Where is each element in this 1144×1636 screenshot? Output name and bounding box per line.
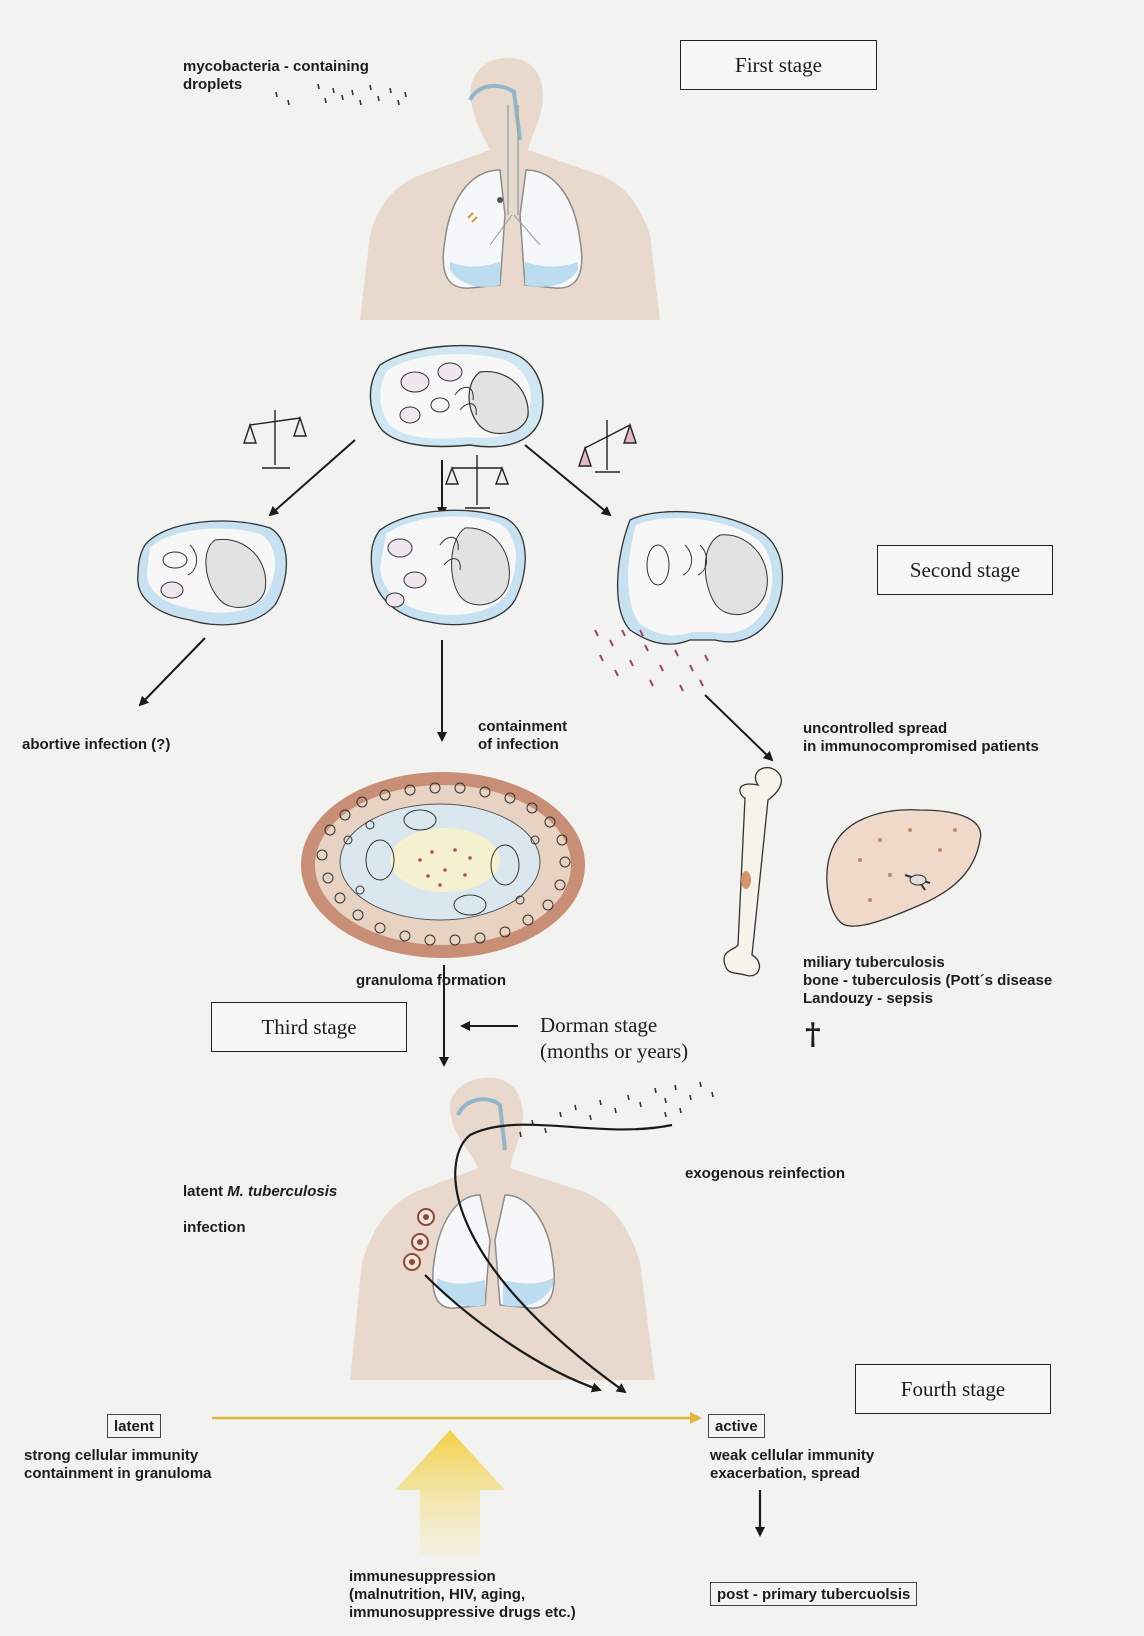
latent-infection-prefix: latent bbox=[183, 1183, 227, 1200]
balance-scale-icon-left bbox=[244, 410, 306, 468]
latent-infection-species: M. tuberculosis bbox=[227, 1183, 337, 1200]
post-primary-box: post - primary tubercuolsis bbox=[710, 1582, 917, 1606]
contained-cell bbox=[371, 510, 525, 624]
latent-box: latent bbox=[107, 1414, 161, 1438]
infected-macrophage bbox=[370, 346, 542, 447]
weak-immunity-label: weak cellular immunity exacerbation, spr… bbox=[710, 1447, 874, 1483]
first-stage-label: First stage bbox=[735, 53, 822, 78]
immunosuppression-arrow bbox=[395, 1430, 505, 1555]
active-box: active bbox=[708, 1414, 765, 1438]
balance-line-arrowhead bbox=[690, 1412, 702, 1424]
bone-icon bbox=[724, 768, 781, 976]
first-stage-box: First stage bbox=[680, 40, 877, 90]
strong-immunity-label: strong cellular immunity containment in … bbox=[24, 1447, 212, 1483]
uncontrolled-spread-label: uncontrolled spread in immunocompromised… bbox=[803, 720, 1039, 756]
upper-body-silhouette-1 bbox=[360, 58, 660, 320]
balance-scale-icon-center bbox=[446, 455, 508, 508]
third-stage-box: Third stage bbox=[211, 1002, 407, 1052]
dorman-stage-label: Dorman stage (months or years) bbox=[540, 1012, 688, 1064]
miliary-tuberculosis-label: miliary tuberculosis bone - tuberculosis… bbox=[803, 954, 1052, 1008]
spreading-cell bbox=[595, 512, 783, 691]
granuloma bbox=[301, 772, 585, 958]
fourth-stage-label: Fourth stage bbox=[901, 1377, 1005, 1402]
latent-infection-label: latent M. tuberculosis infection bbox=[183, 1165, 337, 1237]
immunosuppression-label: immunesuppression (malnutrition, HIV, ag… bbox=[349, 1568, 576, 1622]
abortive-infection-label: abortive infection (?) bbox=[22, 736, 170, 754]
containment-label: containment of infection bbox=[478, 718, 567, 754]
second-stage-label: Second stage bbox=[910, 558, 1020, 583]
liver-icon bbox=[827, 810, 981, 926]
granuloma-formation-label: granuloma formation bbox=[356, 972, 506, 990]
arrow-to-spreading-cell bbox=[525, 445, 610, 515]
second-stage-box: Second stage bbox=[877, 545, 1053, 595]
arrow-to-abortive-infection bbox=[140, 638, 205, 705]
dagger-icon: † bbox=[805, 1017, 821, 1052]
fourth-stage-box: Fourth stage bbox=[855, 1364, 1051, 1414]
upper-body-silhouette-2 bbox=[350, 1078, 655, 1380]
third-stage-label: Third stage bbox=[261, 1015, 356, 1040]
arrow-to-abortive-cell bbox=[270, 440, 355, 515]
balance-scale-icon-right bbox=[579, 420, 636, 472]
abortive-cell bbox=[138, 521, 287, 625]
exogenous-reinfection-label: exogenous reinfection bbox=[685, 1165, 845, 1183]
droplets-label: mycobacteria - containing droplets bbox=[183, 58, 369, 94]
arrow-to-spread bbox=[705, 695, 772, 760]
latent-infection-suffix: infection bbox=[183, 1219, 246, 1236]
